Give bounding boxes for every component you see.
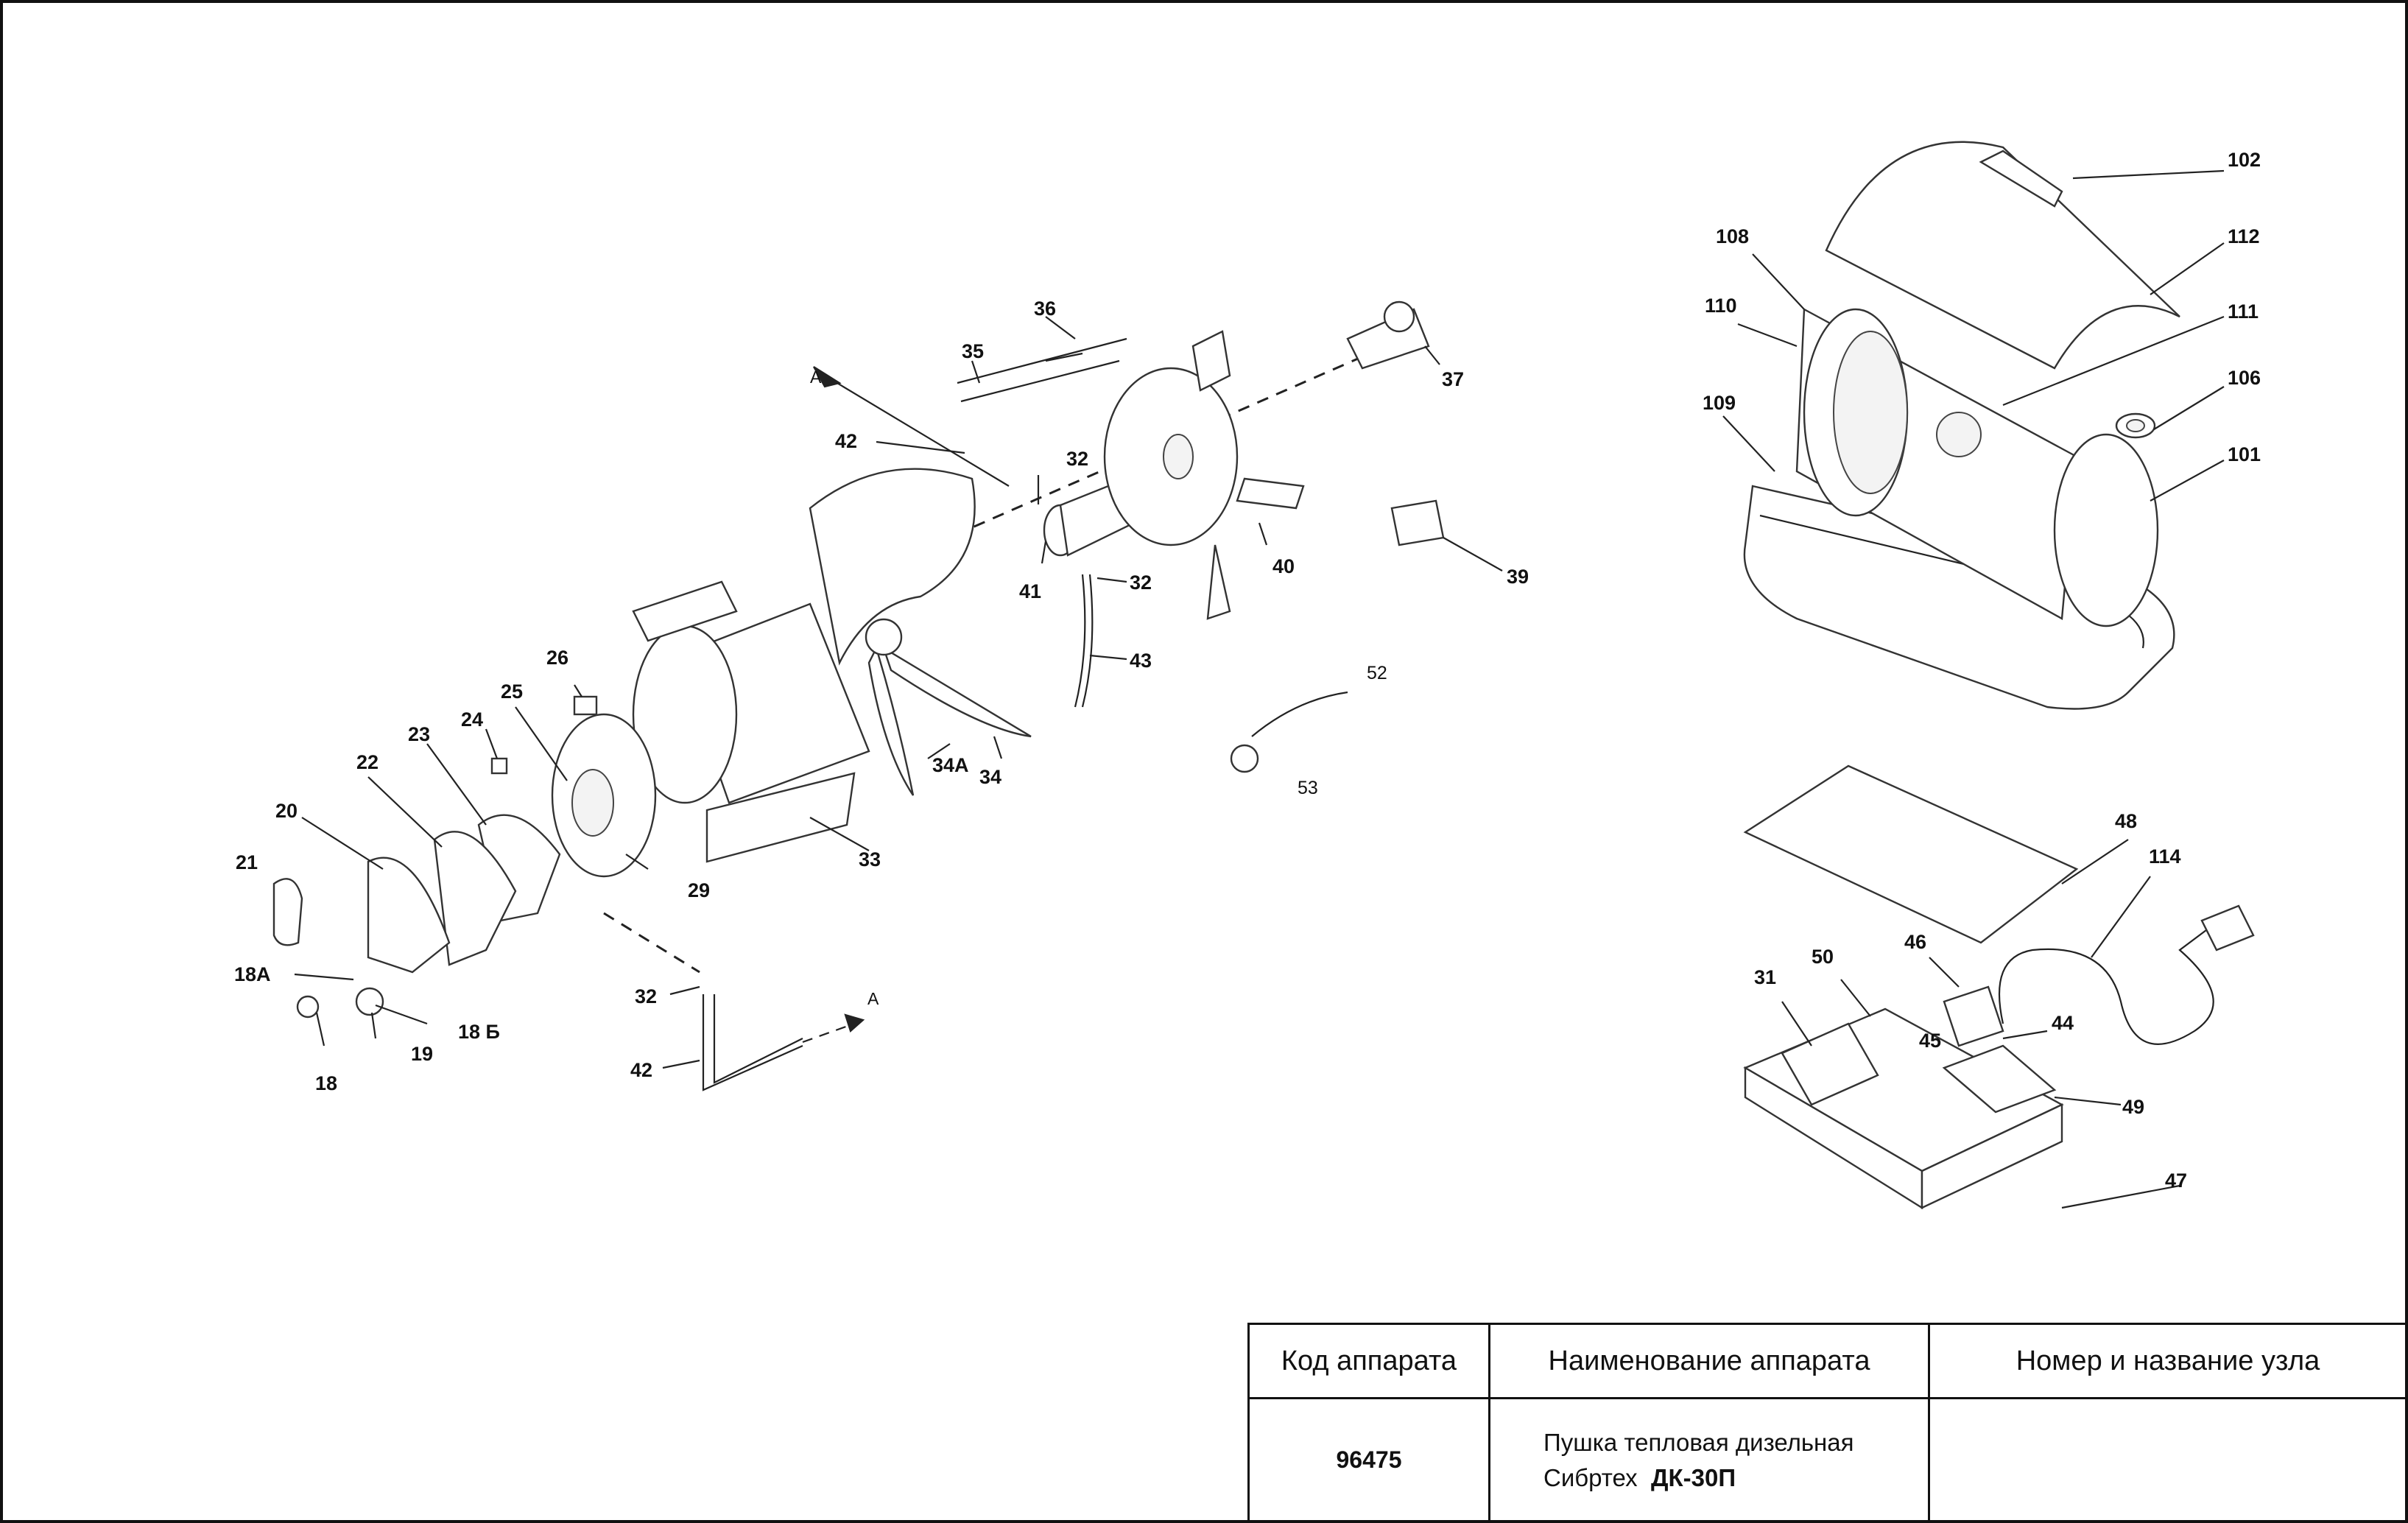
callout-A-top: A [810, 367, 822, 387]
callout-111: 111 [2228, 300, 2259, 323]
device-name-line1: Пушка тепловая дизельная [1543, 1428, 1854, 1456]
callout-48: 48 [2115, 810, 2137, 832]
callout-34: 34 [979, 766, 1001, 788]
callout-112: 112 [2228, 225, 2260, 247]
callout-44: 44 [2052, 1012, 2074, 1034]
callout-A-bottom: A [867, 989, 879, 1008]
callout-46: 46 [1904, 931, 1926, 953]
callout-20: 20 [275, 800, 298, 822]
callout-41: 41 [1019, 580, 1041, 602]
callout-47: 47 [2165, 1169, 2187, 1192]
node-value [1928, 1397, 2408, 1523]
control-box-assembly [1743, 764, 2255, 1210]
callout-102: 102 [2228, 149, 2261, 171]
callout-21: 21 [236, 851, 258, 873]
callout-49: 49 [2122, 1096, 2144, 1118]
callout-33: 33 [859, 848, 881, 870]
callout-labels: 102 112 108 110 111 109 106 101 36 35 37… [234, 149, 2261, 1192]
callout-37: 37 [1442, 368, 1464, 390]
callout-108: 108 [1716, 225, 1749, 247]
callout-22: 22 [356, 751, 379, 773]
callout-18: 18 [315, 1072, 337, 1094]
callout-52: 52 [1367, 663, 1387, 683]
callout-18B: 18 Б [458, 1021, 500, 1043]
device-model: ДК-30П [1651, 1463, 1736, 1491]
callout-42-top: 42 [835, 430, 857, 452]
callout-106: 106 [2228, 367, 2261, 389]
callout-23: 23 [408, 723, 430, 745]
callout-24: 24 [461, 708, 483, 731]
callout-42-bottom: 42 [630, 1059, 652, 1081]
callout-25: 25 [501, 680, 523, 703]
callout-50: 50 [1812, 946, 1834, 968]
callout-18A: 18A [234, 963, 271, 985]
header-device-name: Наименование аппарата [1488, 1323, 1930, 1399]
callout-36: 36 [1034, 298, 1056, 320]
housing-assembly [1722, 141, 2225, 710]
callout-31: 31 [1754, 966, 1776, 988]
callout-39: 39 [1507, 566, 1529, 588]
callout-32-bottom: 32 [635, 985, 657, 1007]
device-code-value: 96475 [1247, 1397, 1490, 1523]
callout-19: 19 [411, 1043, 433, 1065]
callout-45: 45 [1919, 1030, 1941, 1052]
burner-fan-assembly [272, 300, 1503, 1091]
callout-109: 109 [1703, 392, 1736, 414]
callout-40: 40 [1272, 555, 1295, 577]
device-name-value: Пушка тепловая дизельная Сибртех ДК-30П [1488, 1397, 1930, 1523]
device-name-line2-prefix: Сибртех [1543, 1463, 1638, 1491]
header-node-number-name: Номер и название узла [1928, 1323, 2408, 1399]
callout-32-mid: 32 [1130, 571, 1152, 594]
callout-101: 101 [2228, 443, 2261, 465]
callout-114: 114 [2149, 845, 2181, 868]
callout-53: 53 [1298, 778, 1318, 798]
title-block-table: Код аппарата Наименование аппарата Номер… [1247, 1323, 2408, 1523]
callout-34A: 34A [932, 754, 969, 776]
callout-43: 43 [1130, 650, 1152, 672]
callout-110: 110 [1705, 295, 1737, 317]
callout-32-top: 32 [1066, 448, 1088, 470]
callout-26: 26 [546, 647, 568, 669]
header-device-code: Код аппарата [1247, 1323, 1490, 1399]
callout-29: 29 [688, 879, 710, 901]
callout-35: 35 [962, 340, 984, 362]
